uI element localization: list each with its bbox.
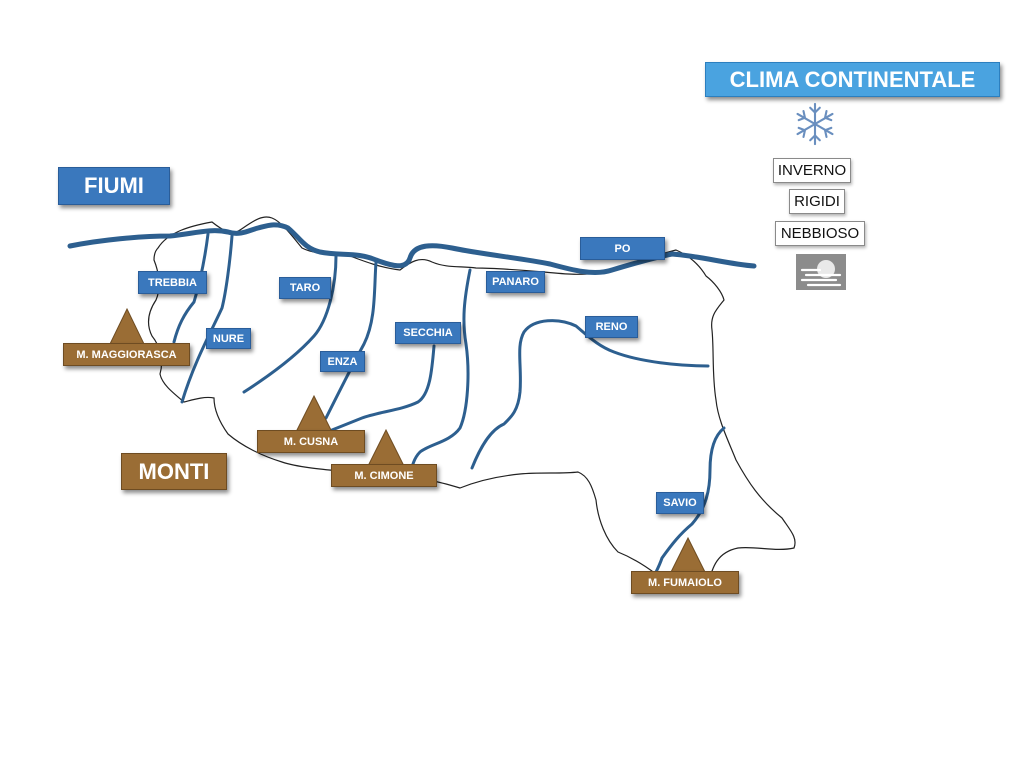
label-nure: NURE xyxy=(206,328,251,349)
river-trebbia xyxy=(172,232,210,344)
river-panaro xyxy=(408,268,472,478)
river-savio xyxy=(654,426,726,574)
snowflake-icon xyxy=(796,102,834,146)
label-maggiorasca: M. MAGGIORASCA xyxy=(63,343,190,366)
label-taro: TARO xyxy=(279,277,331,299)
label-reno: RENO xyxy=(585,316,638,338)
river-secchia xyxy=(330,344,436,432)
label-panaro: PANARO xyxy=(486,271,545,293)
label-savio: SAVIO xyxy=(656,492,704,514)
river-nure xyxy=(180,234,234,404)
river-reno xyxy=(470,319,710,470)
mountain-cimone-icon xyxy=(367,428,405,467)
label-secchia: SECCHIA xyxy=(395,322,461,344)
label-enza: ENZA xyxy=(320,351,365,372)
fog-icon xyxy=(796,254,846,290)
climate-word-nebbioso: NEBBIOSO xyxy=(775,221,865,246)
label-cusna: M. CUSNA xyxy=(257,430,365,453)
label-trebbia: TREBBIA xyxy=(138,271,207,294)
river-enza xyxy=(324,260,378,420)
region-border xyxy=(147,216,796,588)
mountain-fumaiolo-icon xyxy=(669,536,707,575)
label-cimone: M. CIMONE xyxy=(331,464,437,487)
label-fumaiolo: M. FUMAIOLO xyxy=(631,571,739,594)
climate-word-inverno: INVERNO xyxy=(773,158,851,183)
river-po xyxy=(67,222,757,275)
label-po: PO xyxy=(580,237,665,260)
mountains-header: MONTI xyxy=(121,453,227,490)
river-taro xyxy=(242,254,338,394)
climate-word-rigidi: RIGIDI xyxy=(789,189,845,214)
mountain-maggiorasca-icon xyxy=(108,307,146,347)
climate-title: CLIMA CONTINENTALE xyxy=(705,62,1000,97)
rivers-header: FIUMI xyxy=(58,167,170,205)
